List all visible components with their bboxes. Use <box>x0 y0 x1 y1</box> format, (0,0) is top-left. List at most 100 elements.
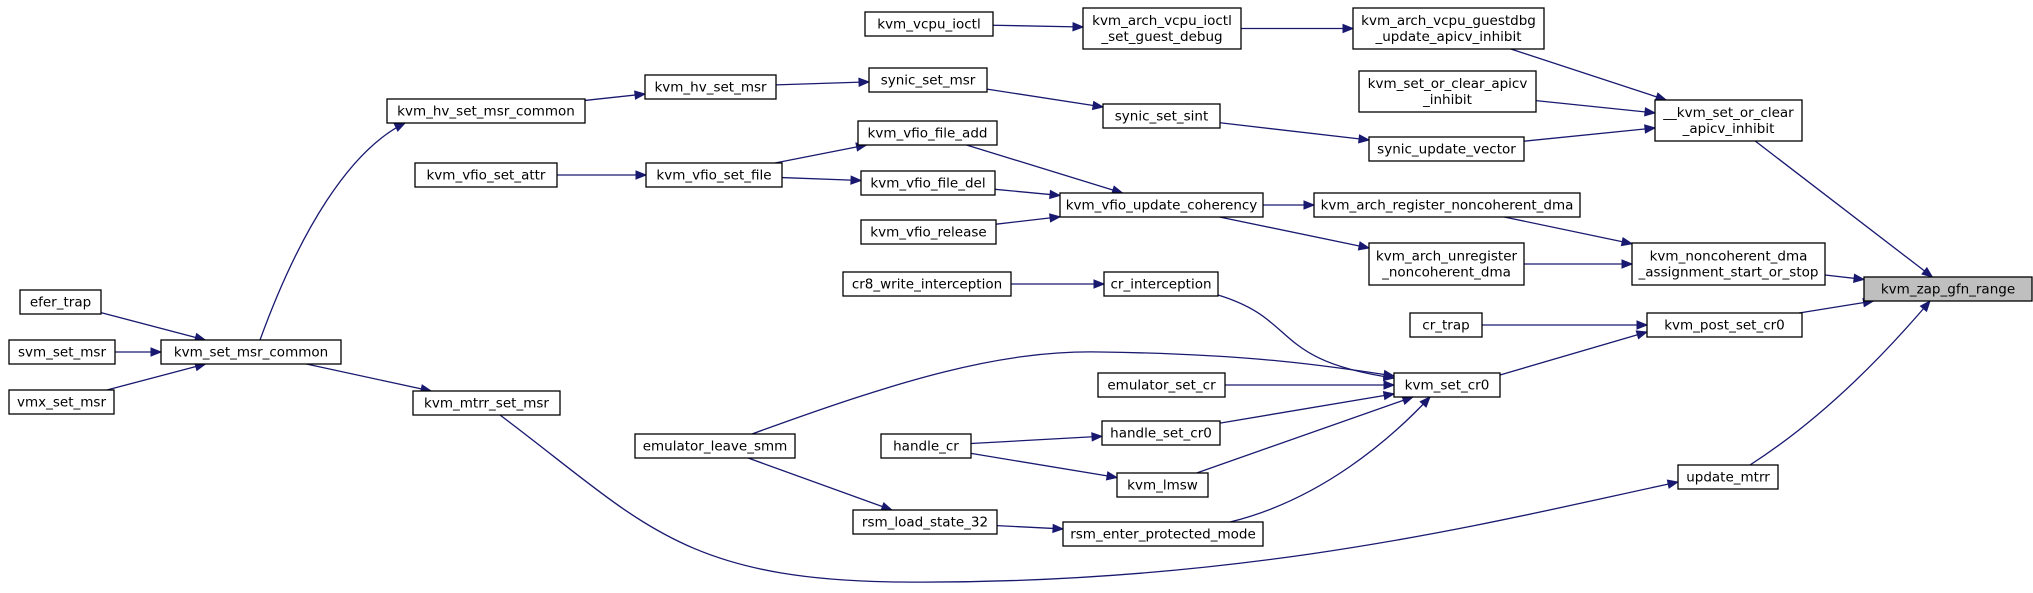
node-kvm_set_or_clear_apicv_inhibit[interactable]: kvm_set_or_clear_apicv_inhibit <box>1358 70 1537 113</box>
node-label: __kvm_set_or_clear <box>1662 105 1794 121</box>
node-kvm_arch_vcpu_guestdbg_update_apicv_inhibit[interactable]: kvm_arch_vcpu_guestdbg_update_apicv_inhi… <box>1352 7 1545 50</box>
node-cr_interception[interactable]: cr_interception <box>1103 271 1219 297</box>
node-kvm_arch_register_noncoherent_dma[interactable]: kvm_arch_register_noncoherent_dma <box>1313 192 1581 218</box>
node-box[interactable] <box>1646 312 1803 338</box>
node-handle_set_cr0[interactable]: handle_set_cr0 <box>1101 420 1221 446</box>
node-rsm_load_state_32[interactable]: rsm_load_state_32 <box>852 509 998 535</box>
node-kvm_zap_gfn_range[interactable]: kvm_zap_gfn_range <box>1863 276 2033 302</box>
node-svm_set_msr[interactable]: svm_set_msr <box>8 339 116 365</box>
node-box[interactable] <box>1097 372 1226 398</box>
node-box[interactable] <box>1313 192 1581 218</box>
node-layer: kvm_zap_gfn_range __kvm_set_or_clear_apic… <box>8 7 2033 547</box>
node-box[interactable] <box>8 389 115 415</box>
node-box[interactable] <box>645 162 783 188</box>
node-box[interactable] <box>1677 464 1779 490</box>
edge-kvm_arch_vcpu_ioctl_set_guest_debug-to-kvm_arch_vcpu_guestdbg_update_apicv_inhibit <box>1241 23 1355 34</box>
node-synic_set_sint[interactable]: synic_set_sint <box>1102 103 1221 129</box>
node-box[interactable] <box>860 170 996 196</box>
node-emulator_leave_smm[interactable]: emulator_leave_smm <box>634 433 796 459</box>
node-box[interactable] <box>880 433 972 459</box>
node-box[interactable] <box>1102 103 1221 129</box>
arrowhead-icon <box>1853 273 1866 283</box>
node-box[interactable] <box>1393 372 1501 398</box>
edge-kvm_arch_register_noncoherent_dma-to-kvm_noncoherent_dma_assignment_start_or_stop <box>1504 216 1634 247</box>
node-kvm_vfio_file_add[interactable]: kvm_vfio_file_add <box>857 120 998 146</box>
node-box[interactable] <box>1368 136 1525 162</box>
node-box[interactable] <box>868 67 988 93</box>
node-kvm_set_msr_common[interactable]: kvm_set_msr_common <box>160 339 342 365</box>
node-kvm_vfio_set_attr[interactable]: kvm_vfio_set_attr <box>414 162 558 188</box>
node-box[interactable] <box>1654 99 1803 142</box>
node-label: kvm_vfio_release <box>870 225 986 241</box>
node-cr_trap[interactable]: cr_trap <box>1409 312 1483 338</box>
node-kvm_vfio_set_file[interactable]: kvm_vfio_set_file <box>645 162 783 188</box>
node-kvm_mtrr_set_msr[interactable]: kvm_mtrr_set_msr <box>412 390 561 416</box>
node-box[interactable] <box>1101 420 1221 446</box>
node-kvm_noncoherent_dma_assignment_start_or_stop[interactable]: kvm_noncoherent_dma_assignment_start_or_… <box>1631 242 1826 286</box>
node-label: kvm_hv_set_msr_common <box>397 104 575 120</box>
node-box[interactable] <box>864 11 994 37</box>
node-box[interactable] <box>852 509 998 535</box>
arrowhead-icon <box>1105 471 1119 481</box>
node-box[interactable] <box>1368 242 1525 286</box>
node-box[interactable] <box>842 271 1012 297</box>
node-box[interactable] <box>1352 7 1545 50</box>
node-label: update_mtrr <box>1686 470 1770 486</box>
node-efer_trap[interactable]: efer_trap <box>19 289 102 315</box>
arrowhead-icon <box>1382 369 1396 380</box>
node-box[interactable] <box>1358 70 1537 113</box>
arrowhead-icon <box>1636 320 1649 330</box>
node-box[interactable] <box>412 390 561 416</box>
node-synic_set_msr[interactable]: synic_set_msr <box>868 67 988 93</box>
node-kvm_arch_vcpu_ioctl_set_guest_debug[interactable]: kvm_arch_vcpu_ioctl_set_guest_debug <box>1082 7 1242 50</box>
arrowhead-icon <box>880 501 894 511</box>
edge-rsm_load_state_32-to-rsm_enter_protected_mode <box>996 523 1065 534</box>
node-kvm_arch_unregister_noncoherent_dma[interactable]: kvm_arch_unregister_noncoherent_dma <box>1368 242 1525 286</box>
node-box[interactable] <box>19 289 102 315</box>
node-label: kvm_vfio_set_file <box>656 168 771 184</box>
node-kvm_hv_set_msr[interactable]: kvm_hv_set_msr <box>644 74 777 100</box>
node-synic_update_vector[interactable]: synic_update_vector <box>1368 136 1525 162</box>
node-box[interactable] <box>1062 521 1264 547</box>
node-box[interactable] <box>644 74 777 100</box>
node-label: kvm_set_or_clear_apicv <box>1368 76 1528 92</box>
node-emulator_set_cr[interactable]: emulator_set_cr <box>1097 372 1226 398</box>
arrowhead-icon <box>1091 100 1105 111</box>
node-rsm_enter_protected_mode[interactable]: rsm_enter_protected_mode <box>1062 521 1264 547</box>
edge-kvm_hv_set_msr_common-to-kvm_hv_set_msr <box>584 90 647 102</box>
node-kvm_post_set_cr0[interactable]: kvm_post_set_cr0 <box>1646 312 1803 338</box>
arrowhead-icon <box>1401 396 1415 405</box>
node-box[interactable] <box>1103 271 1219 297</box>
node-box[interactable] <box>1409 312 1483 338</box>
node-box[interactable] <box>1082 7 1242 50</box>
node-kvm_vfio_release[interactable]: kvm_vfio_release <box>860 219 997 245</box>
node-box[interactable] <box>386 98 586 124</box>
node-box[interactable] <box>1863 276 2033 302</box>
node-box[interactable] <box>160 339 342 365</box>
node-kvm_set_cr0[interactable]: kvm_set_cr0 <box>1393 372 1501 398</box>
arrowhead-icon <box>1419 396 1431 408</box>
node-vmx_set_msr[interactable]: vmx_set_msr <box>8 389 115 415</box>
node-label: kvm_vfio_file_del <box>870 176 985 192</box>
node-box[interactable] <box>634 433 796 459</box>
edge-line <box>1504 216 1633 245</box>
node-label: kvm_vfio_update_coherency <box>1066 198 1258 214</box>
node-cr8_write_interception[interactable]: cr8_write_interception <box>842 271 1012 297</box>
node-box[interactable] <box>857 120 998 146</box>
node-label: cr_trap <box>1422 318 1469 334</box>
node-box[interactable] <box>8 339 116 365</box>
node-box[interactable] <box>414 162 558 188</box>
node-handle_cr[interactable]: handle_cr <box>880 433 972 459</box>
node-kvm_lmsw[interactable]: kvm_lmsw <box>1116 472 1209 498</box>
node-kvm_vfio_file_del[interactable]: kvm_vfio_file_del <box>860 170 996 196</box>
node-kvm_vcpu_ioctl[interactable]: kvm_vcpu_ioctl <box>864 11 994 37</box>
node-kvm_hv_set_msr_common[interactable]: kvm_hv_set_msr_common <box>386 98 586 124</box>
node-box[interactable] <box>1631 242 1826 286</box>
node-box[interactable] <box>1116 472 1209 498</box>
arrowhead-icon <box>393 122 407 132</box>
node-box[interactable] <box>1059 192 1264 218</box>
node-kvm_vfio_update_coherency[interactable]: kvm_vfio_update_coherency <box>1059 192 1264 218</box>
node-kvm_set_or_clear_apicv_inhibit_2[interactable]: __kvm_set_or_clear_apicv_inhibit <box>1654 99 1803 142</box>
node-box[interactable] <box>860 219 997 245</box>
node-update_mtrr[interactable]: update_mtrr <box>1677 464 1779 490</box>
